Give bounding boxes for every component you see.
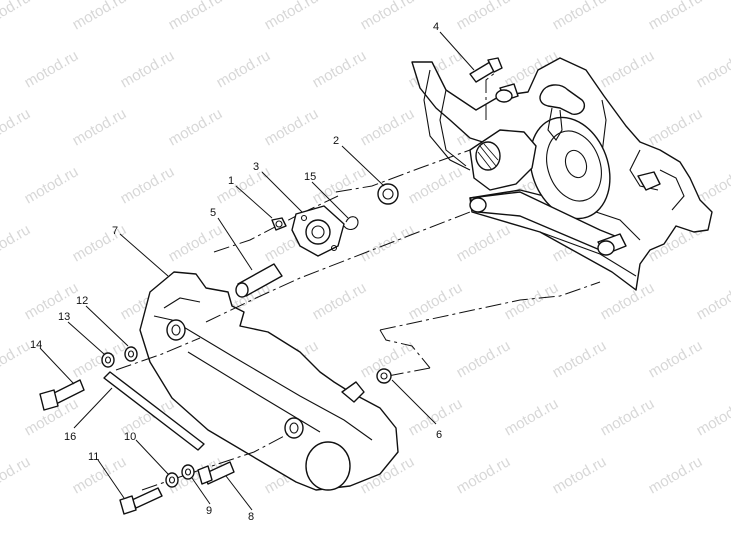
watermark-text: motod.ru (358, 221, 418, 265)
part-6-bushing (376, 368, 392, 384)
engine-housing (411, 57, 713, 291)
callout-3: 3 (253, 161, 259, 173)
watermark-text: motod.ru (166, 105, 226, 149)
watermark-text: motod.ru (454, 221, 514, 265)
watermark-text: motod.ru (118, 47, 178, 91)
watermark-text: motod.ru (358, 105, 418, 149)
callout-1: 1 (228, 175, 234, 187)
part-1-nut (271, 217, 287, 231)
watermark-text: motod.ru (694, 279, 731, 323)
watermark-text: motod.ru (646, 337, 706, 381)
callout-13: 13 (58, 311, 70, 323)
watermark-text: motod.ru (118, 163, 178, 207)
watermark-text: motod.ru (646, 0, 706, 33)
watermark-text: motod.ru (646, 105, 706, 149)
watermark-text: motod.ru (214, 47, 274, 91)
watermark-text: motod.ru (310, 163, 370, 207)
callout-12: 12 (76, 295, 88, 307)
watermark-text: motod.ru (70, 337, 130, 381)
watermark-text: motod.ru (550, 453, 610, 497)
part-12-washer (124, 346, 138, 362)
callout-labels: 1 2 3 4 5 6 7 8 9 10 11 12 13 14 15 16 (30, 21, 442, 523)
part-13-washer (101, 352, 115, 368)
part-14-bolt (39, 379, 85, 411)
watermark-text: motod.ru (694, 47, 731, 91)
watermark-text: motod.ru (454, 0, 514, 33)
callout-9: 9 (206, 505, 212, 517)
watermark-text: motod.ru (598, 279, 658, 323)
watermark-text: motod.ru (646, 453, 706, 497)
part-5-spacer-tube (235, 263, 283, 298)
callout-14: 14 (30, 339, 42, 351)
chaincase-cover (139, 271, 399, 491)
watermark-text: motod.ru (310, 47, 370, 91)
part-4-bolt (469, 57, 503, 83)
watermark-text: motod.ru (454, 453, 514, 497)
watermark-text: motod.ru (0, 453, 33, 497)
watermark-text: motod.ru (22, 47, 82, 91)
watermark-text: motod.ru (166, 221, 226, 265)
watermark-text: motod.ru (0, 337, 33, 381)
watermark-text: motod.ru (70, 221, 130, 265)
watermark-text: motod.ru (598, 395, 658, 439)
watermark-text: motod.ru (502, 395, 562, 439)
part-10-washer (165, 472, 179, 488)
callout-8: 8 (248, 511, 254, 523)
callout-5: 5 (210, 207, 216, 219)
watermark-text: motod.ru (598, 47, 658, 91)
callout-6: 6 (436, 429, 442, 441)
watermark-text: motod.ru (694, 395, 731, 439)
watermark-text: motod.ru (0, 221, 33, 265)
watermark-text: motod.ru (0, 105, 33, 149)
watermark-text: motod.ru (22, 163, 82, 207)
watermark-text: motod.ru (310, 279, 370, 323)
callout-16: 16 (64, 431, 76, 443)
part-15-clip (343, 216, 359, 231)
part-3-bearing-flange (291, 205, 345, 257)
callout-4: 4 (433, 21, 439, 33)
watermark-text: motod.ru (70, 105, 130, 149)
watermark-text: motod.ru (550, 337, 610, 381)
watermark-text: motod.ru (262, 0, 322, 33)
part-2-bushing (377, 183, 399, 205)
watermark-text: motod.ru (262, 105, 322, 149)
callout-11: 11 (88, 451, 99, 463)
part-16-rod (103, 371, 205, 451)
part-9-washer (181, 464, 195, 480)
watermark-text: motod.ru (0, 0, 33, 33)
callout-10: 10 (124, 431, 136, 443)
watermark-text: motod.ru (22, 279, 82, 323)
part-11-bolt (119, 487, 163, 515)
callout-2: 2 (333, 135, 339, 147)
part-8-bolt (197, 461, 235, 485)
watermark-text: motod.ru (214, 163, 274, 207)
watermark-text: motod.ru (502, 279, 562, 323)
watermark-text: motod.ru (454, 337, 514, 381)
watermark-text: motod.ru (70, 0, 130, 33)
watermark-text: motod.ru (166, 0, 226, 33)
callout-7: 7 (112, 225, 118, 237)
watermark-text: motod.ru (550, 0, 610, 33)
watermark-text: motod.ru (358, 0, 418, 33)
watermark-text: motod.ru (406, 279, 466, 323)
leader-lines (39, 31, 475, 511)
callout-15: 15 (304, 171, 316, 183)
